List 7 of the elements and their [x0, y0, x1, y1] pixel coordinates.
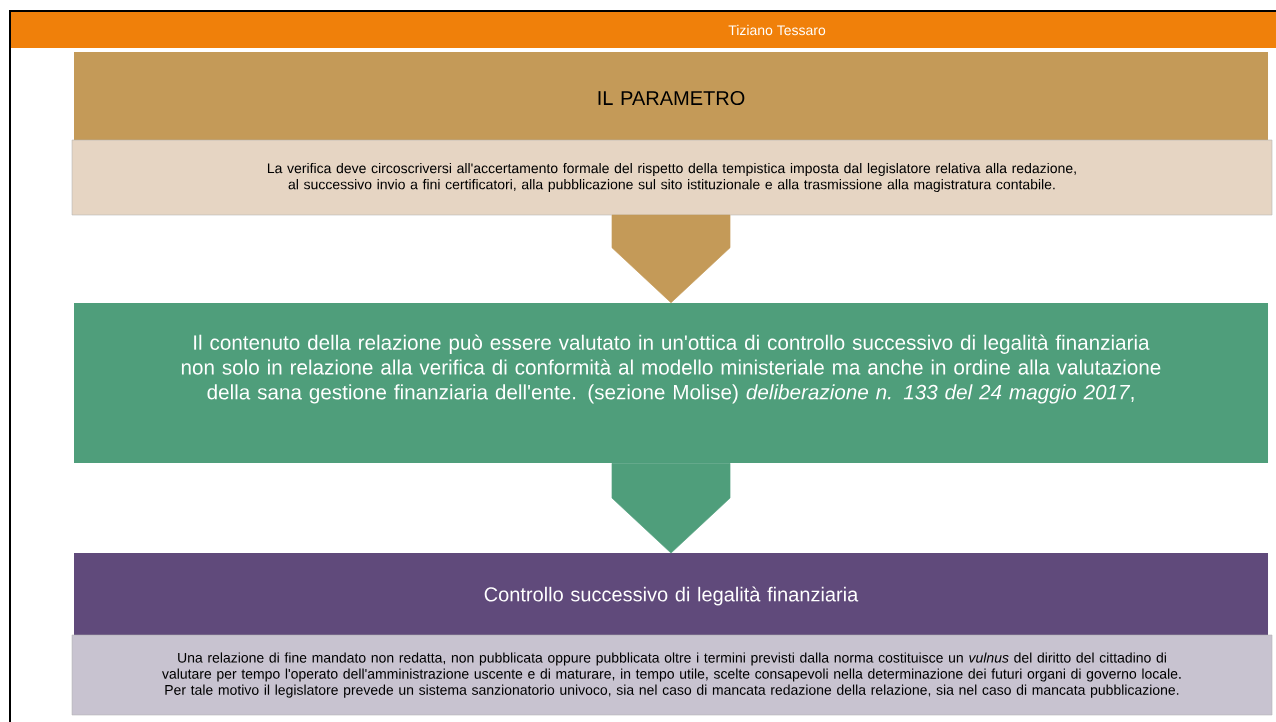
heading-box: Controllo successivo di legalità finanziaria Una relazione di fine mandato non redatta, non pubblicata oppure pubblicata oltre i termini previsti dalla norma costituisce un vulnus del diritto del cittadino di valutare per tempo l'operato dell'amministrazione uscente e di maturare, in tempo utile, scelte consapevoli nella determinazione dei futuri organi di governo locale. Per tale motivo il legislatore prevede un sistema sanzionatorio univoco, sia nel caso di mancata redazione della relazione, sia nel caso di mancata pubblicazione. — [71, 553, 1273, 716]
node-label: La verifica deve circoscriversi all'accertamento formale del rispetto della tempistica imposta dal legislatore relativa alla redazione, al successivo invio a fini certificatori, alla pubblicazione sul sito istituzionale e alla trasmissione alla magistratura contabile. — [267, 162, 1076, 193]
node-label: Una relazione di fine mandato non redatta, non pubblicata oppure pubblicata oltre i termini previsti dalla norma costituisce un vulnus del diritto del cittadino di valutare per tempo l'operato dell'amministrazione uscente e di maturare, in tempo utile, scelte consapevoli nella determinazione dei futuri organi di governo locale. Per tale motivo il legislatore prevede un sistema sanzionatorio univoco, sia nel caso di mancata redazione della relazione, sia nel caso di mancata pubblicazione. — [162, 652, 1181, 698]
block-arrow — [611, 214, 731, 304]
heading-box: IL PARAMETRO La verifica deve circoscriversi all'accertamento formale del rispetto della tempistica imposta dal legislatore relativa alla redazione, al successivo invio a fini certificatori, alla pubblicazione sul sito istituzionale e alla trasmissione alla magistratura contabile. — [71, 52, 1273, 216]
block-arrow — [611, 462, 731, 554]
header-text: Tiziano Tessaro — [728, 24, 826, 36]
